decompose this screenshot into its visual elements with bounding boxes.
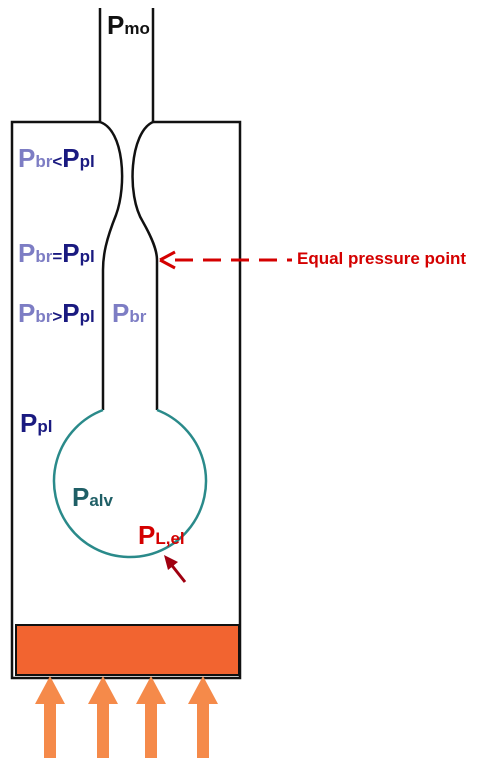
bronchial-pressure-label: Pbr: [112, 298, 147, 328]
force-arrow: [35, 676, 65, 758]
force-arrows: [35, 676, 218, 758]
force-arrow: [188, 676, 218, 758]
force-arrow: [136, 676, 166, 758]
alveolar-pressure-label: Palv: [72, 482, 113, 512]
equal-pressure-pointer: [159, 250, 292, 270]
pbr-greater-than-ppl-label: Pbr>Ppl: [18, 298, 95, 328]
mouth-pressure-label: Pmo: [107, 10, 150, 40]
airway-left-wall: [99, 120, 124, 410]
pleural-pressure-label: Ppl: [20, 408, 53, 438]
piston: [15, 624, 240, 676]
alveolus: [52, 408, 208, 559]
pbr-less-than-ppl-label: Pbr<Ppl: [18, 143, 95, 173]
elastic-recoil-pressure-label: PL,el: [138, 520, 185, 550]
elastic-recoil-arrow: [164, 555, 187, 583]
pbr-equals-ppl-label: Pbr=Ppl: [18, 238, 95, 268]
chest-wall-outline: [10, 120, 242, 680]
equal-pressure-point-label: Equal pressure point: [297, 249, 467, 268]
force-arrow: [88, 676, 118, 758]
airway-right-wall: [131, 120, 159, 410]
